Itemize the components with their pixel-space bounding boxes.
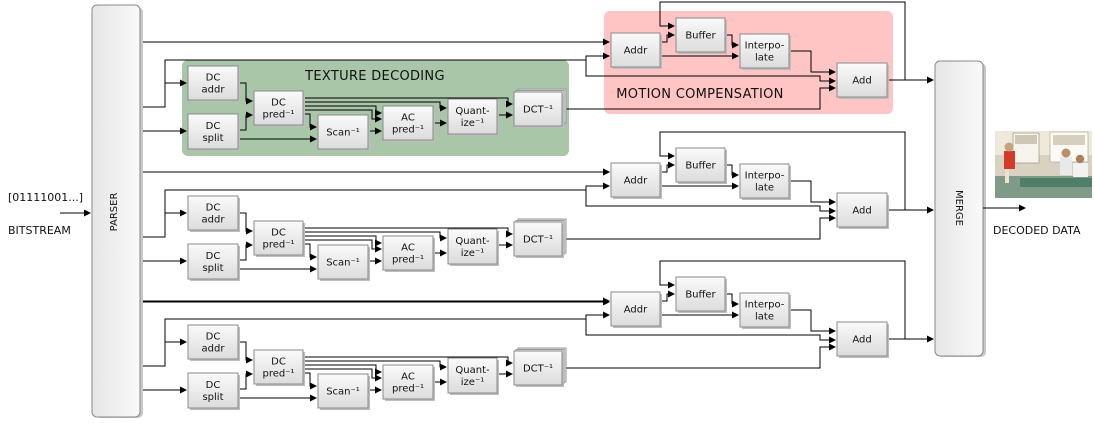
scan-block-2-label-1: Scan⁻¹: [326, 258, 360, 269]
addr-block-2: Addr: [610, 162, 662, 199]
scan-block-1: Scan⁻¹: [317, 114, 370, 151]
interpolate-block-2-label-2: late: [755, 183, 774, 194]
dc-split-block-3-label-2: split: [202, 392, 223, 403]
bitstream-label: BITSTREAM: [8, 224, 71, 237]
add-block-3-label-1: Add: [852, 335, 871, 346]
parser-block: PARSER: [91, 4, 143, 418]
dc-addr-block-3-label-1: DC: [206, 332, 221, 343]
dct-block-3-label-1: DCT⁻¹: [523, 364, 553, 375]
interpolate-block-2-label-1: Interpo-: [745, 171, 785, 182]
interpolate-block-3-label-1: Interpo-: [745, 300, 785, 311]
interpolate-block-1-label-1: Interpo-: [745, 41, 785, 52]
add-block-1: Add: [836, 62, 889, 99]
merge-block: MERGE: [934, 60, 986, 357]
connection-lines: [140, 1, 934, 402]
quantize-block-2-label-2: ize⁻¹: [461, 248, 484, 259]
ac-pred-block-1-label-1: AC: [401, 113, 415, 124]
interpolate-block-3-label-2: late: [755, 312, 774, 323]
add-block-2: Add: [836, 192, 889, 229]
buffer-block-3-label-1: Buffer: [685, 290, 716, 301]
quantize-block-3-label-1: Quant-: [455, 365, 490, 376]
processing-blocks: DCaddrDCsplitDCpred⁻¹Scan⁻¹ACpred⁻¹Quant…: [187, 17, 889, 410]
interpolate-block-2: Interpo-late: [739, 163, 791, 200]
quantize-block-1: Quant-ize⁻¹: [447, 98, 499, 136]
add-block-1-label-1: Add: [852, 76, 871, 87]
dc-split-block-2-label-1: DC: [206, 251, 221, 262]
dc-split-block-3-label-1: DC: [206, 380, 221, 391]
quantize-block-3-label-2: ize⁻¹: [461, 377, 484, 388]
add-block-2-label-1: Add: [852, 206, 871, 217]
interpolate-block-3: Interpo-late: [739, 292, 791, 329]
buffer-block-3: Buffer: [675, 276, 727, 313]
quantize-block-1-label-1: Quant-: [455, 106, 490, 117]
dc-addr-block-3-label-2: addr: [202, 344, 226, 355]
dc-addr-block-1-label-2: addr: [202, 85, 226, 96]
quantize-block-3: Quant-ize⁻¹: [447, 357, 499, 395]
ac-pred-block-3-label-2: pred⁻¹: [392, 384, 424, 395]
dct-block-1-label-1: DCT⁻¹: [523, 105, 553, 116]
parser-label: PARSER: [109, 193, 120, 232]
addr-block-2-label-1: Addr: [624, 176, 648, 187]
add-block-3: Add: [836, 321, 889, 358]
ac-pred-block-1-label-2: pred⁻¹: [392, 125, 424, 136]
dc-pred-block-2-label-1: DC: [271, 228, 286, 239]
addr-block-3: Addr: [610, 291, 662, 328]
quantize-block-1-label-2: ize⁻¹: [461, 118, 484, 129]
buffer-block-1: Buffer: [675, 17, 727, 54]
scan-block-3-label-1: Scan⁻¹: [326, 387, 360, 398]
ac-pred-block-3-label-1: AC: [401, 372, 415, 383]
scan-block-2: Scan⁻¹: [317, 244, 370, 281]
dc-pred-block-2-label-2: pred⁻¹: [262, 240, 294, 251]
dc-pred-block-1-label-1: DC: [271, 98, 286, 109]
dct-block-2-label-1: DCT⁻¹: [523, 235, 553, 246]
dct-block-3: DCT⁻¹: [513, 347, 567, 387]
dc-split-block-1-label-2: split: [202, 133, 223, 144]
dct-block-2: DCT⁻¹: [513, 218, 567, 258]
decoded-frame-thumbnail: [995, 131, 1092, 198]
dc-addr-block-1-label-1: DC: [206, 73, 221, 84]
quantize-block-2-label-1: Quant-: [455, 236, 490, 247]
ac-pred-block-2-label-1: AC: [401, 243, 415, 254]
dc-addr-block-2-label-2: addr: [202, 215, 226, 226]
ac-pred-block-2-label-2: pred⁻¹: [392, 255, 424, 266]
dc-split-block-2-label-2: split: [202, 263, 223, 274]
bitstream-bits: [01111001...]: [8, 191, 83, 204]
merge-label: MERGE: [953, 190, 964, 226]
addr-block-3-label-1: Addr: [624, 305, 648, 316]
dc-addr-block-2-label-1: DC: [206, 203, 221, 214]
dc-pred-block-3-label-2: pred⁻¹: [262, 369, 294, 380]
dct-block-1: DCT⁻¹: [513, 88, 567, 128]
addr-block-1-label-1: Addr: [624, 46, 648, 57]
buffer-block-2-label-1: Buffer: [685, 161, 716, 172]
interpolate-block-1: Interpo-late: [739, 33, 791, 70]
buffer-block-2: Buffer: [675, 147, 727, 184]
scan-block-3: Scan⁻¹: [317, 373, 370, 410]
scan-block-1-label-1: Scan⁻¹: [326, 128, 360, 139]
dc-split-block-1-label-1: DC: [206, 121, 221, 132]
texture-decoding-label: TEXTURE DECODING: [304, 69, 445, 84]
decoded-data-label: DECODED DATA: [993, 224, 1081, 237]
dc-pred-block-3-label-1: DC: [271, 357, 286, 368]
dc-pred-block-1-label-2: pred⁻¹: [262, 110, 294, 121]
motion-compensation-label: MOTION COMPENSATION: [616, 87, 783, 102]
addr-block-1: Addr: [610, 32, 662, 69]
buffer-block-1-label-1: Buffer: [685, 31, 716, 42]
quantize-block-2: Quant-ize⁻¹: [447, 228, 499, 266]
interpolate-block-1-label-2: late: [755, 53, 774, 64]
